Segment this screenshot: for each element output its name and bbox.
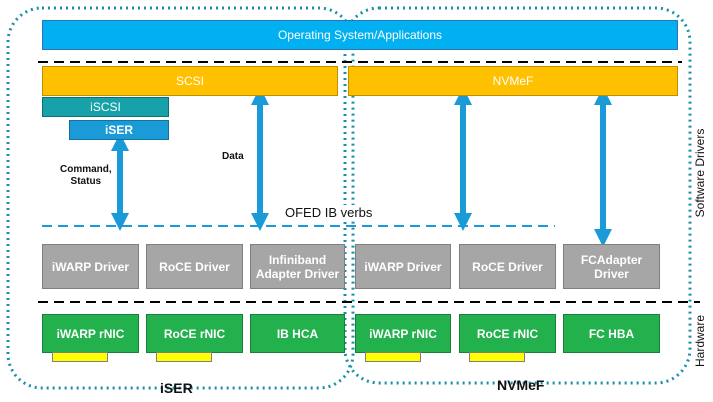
data-annotation: Data xyxy=(222,151,244,162)
hardware-label: iWARP rNIC xyxy=(369,326,437,341)
iser-label: iSER xyxy=(104,123,133,137)
nvmef-label: NVMeF xyxy=(492,74,534,88)
driver-box: RoCE Driver xyxy=(459,244,556,289)
driver-box: iWARP Driver xyxy=(42,244,139,289)
scsi-bar: SCSI xyxy=(42,66,338,96)
iscsi-label: iSCSI xyxy=(90,100,121,114)
hardware-box: iWARP rNIC xyxy=(355,314,451,353)
command-status-line1: Command, xyxy=(60,164,112,175)
scsi-label: SCSI xyxy=(175,74,204,88)
command-status-annotation: Command, Status xyxy=(60,164,112,188)
nvmef-group-outline xyxy=(343,6,692,385)
card-connector xyxy=(365,352,421,362)
driver-label: FCAdapter Driver xyxy=(580,252,643,281)
driver-label: Infiniband Adapter Driver xyxy=(255,252,340,281)
driver-box: FCAdapter Driver xyxy=(563,244,660,289)
driver-label: RoCE Driver xyxy=(159,259,230,274)
command-status-line2: Status xyxy=(70,176,102,187)
hardware-label: RoCE rNIC xyxy=(163,326,226,341)
driver-label: iWARP Driver xyxy=(364,259,442,274)
hardware-label: IB HCA xyxy=(276,326,319,341)
driver-label: iWARP Driver xyxy=(51,259,130,274)
card-connector xyxy=(156,352,212,362)
driver-label: RoCE Driver xyxy=(472,259,543,274)
nvmef-group-label: NVMeF xyxy=(497,377,545,393)
hardware-label: iWARP rNIC xyxy=(56,326,125,341)
iscsi-bar: iSCSI xyxy=(42,97,169,117)
hardware-label: RoCE rNIC xyxy=(476,326,539,341)
os-applications-bar: Operating System/Applications xyxy=(42,20,678,50)
ofed-ib-verbs-label: OFED IB verbs xyxy=(282,205,376,220)
driver-box: iWARP Driver xyxy=(355,244,451,289)
iser-bar: iSER xyxy=(69,120,169,140)
card-connector xyxy=(52,352,108,362)
hardware-side-label: Hardware xyxy=(693,314,707,368)
hardware-box: iWARP rNIC xyxy=(42,314,139,353)
driver-box: Infiniband Adapter Driver xyxy=(250,244,345,289)
driver-box: RoCE Driver xyxy=(146,244,243,289)
card-connector xyxy=(469,352,525,362)
hardware-box: FC HBA xyxy=(563,314,660,353)
hardware-box: IB HCA xyxy=(250,314,345,353)
iser-group-outline xyxy=(6,6,355,390)
hardware-box: RoCE rNIC xyxy=(459,314,556,353)
nvmef-bar: NVMeF xyxy=(348,66,678,96)
software-drivers-side-label: Software Drivers xyxy=(693,128,707,218)
iser-group-label: iSER xyxy=(160,380,193,396)
hardware-box: RoCE rNIC xyxy=(146,314,243,353)
os-applications-label: Operating System/Applications xyxy=(277,28,443,42)
hardware-label: FC HBA xyxy=(588,326,635,341)
